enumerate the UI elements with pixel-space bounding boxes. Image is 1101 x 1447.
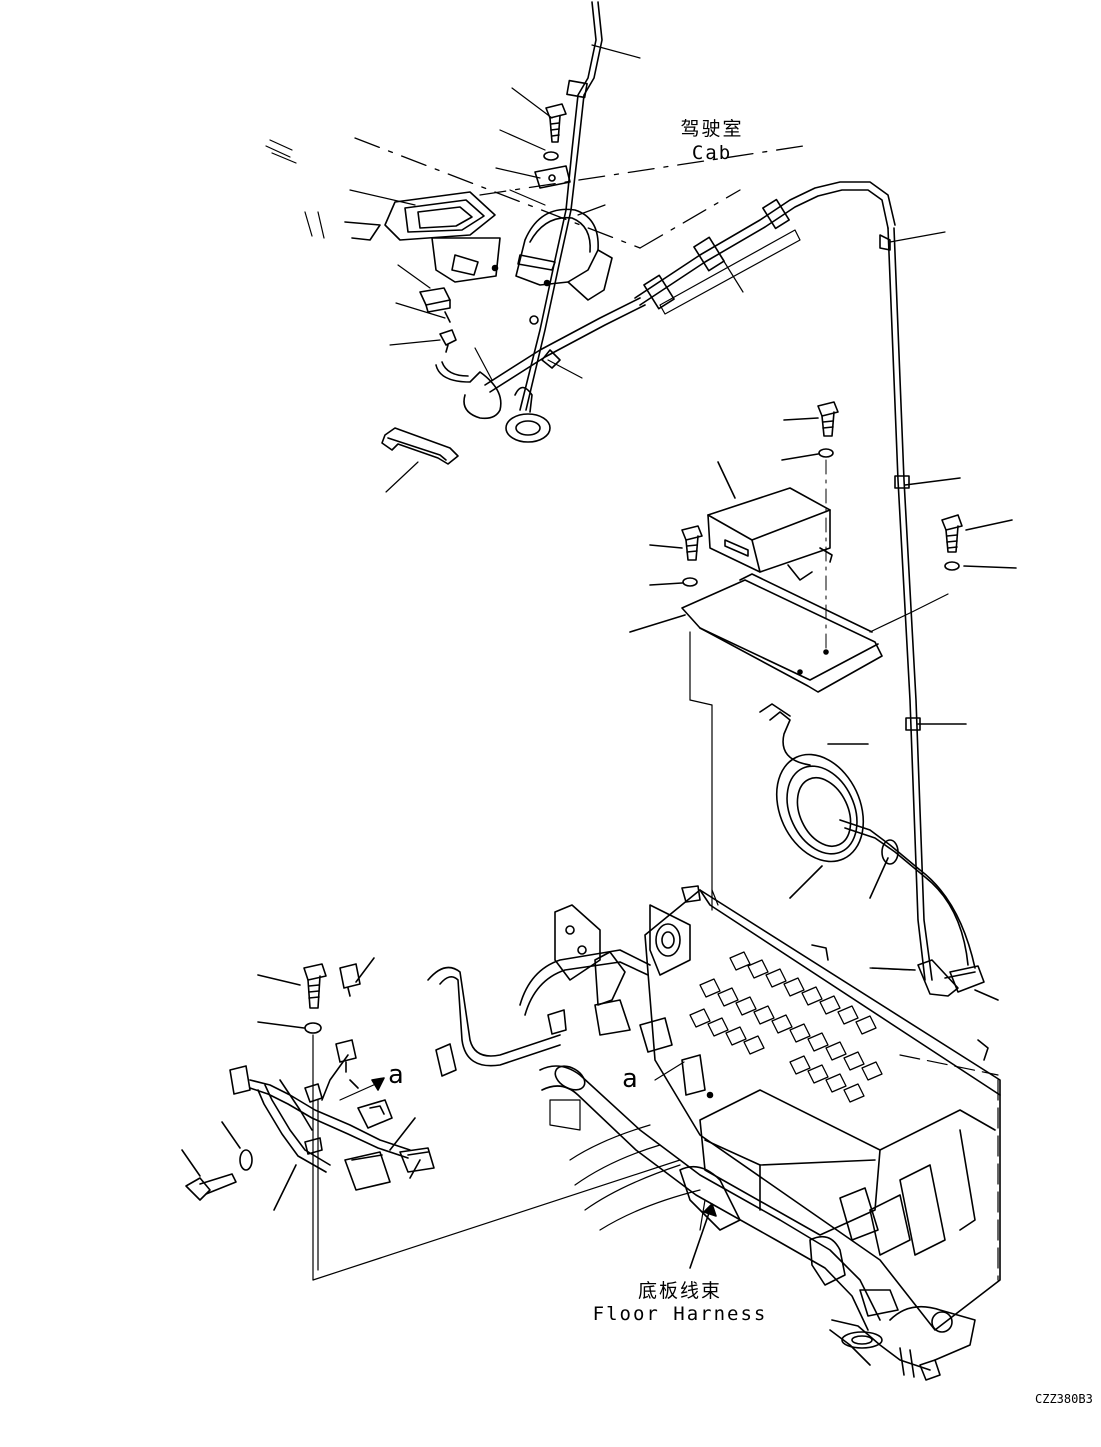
- cab-label-en: Cab: [691, 142, 733, 164]
- mounting-plate: [630, 574, 948, 910]
- reference-mark-a-left: a: [388, 1060, 404, 1090]
- small-relay: [420, 288, 450, 322]
- cab-outline-dashed: [355, 138, 810, 248]
- cab-light-housing: [345, 192, 500, 282]
- floor-harness-label-en: Floor Harness: [592, 1303, 768, 1325]
- floor-harness-label-cn: 底板线束: [637, 1280, 722, 1302]
- panel-bracket: [555, 905, 690, 980]
- floor-harness-arrow: [690, 1204, 716, 1268]
- right-vertical-harness: [888, 228, 966, 980]
- relay-panel: [645, 886, 1000, 1330]
- leader-lines-panel: [655, 890, 718, 1080]
- coiled-cable: [760, 704, 975, 968]
- bolt-top: [535, 104, 570, 188]
- leader-lines-bottom: [870, 968, 910, 970]
- bolt-right: [942, 515, 1016, 570]
- cab-label-cn: 驾驶室: [680, 118, 744, 140]
- bolt-plate: [650, 526, 702, 586]
- u-handle: [382, 428, 458, 464]
- controller-box: [708, 462, 832, 580]
- floor-contour-lines: [570, 1125, 705, 1230]
- leader-lines-top: [350, 45, 945, 492]
- cab-hatch-lines: [266, 140, 324, 238]
- antenna-cable: [520, 2, 602, 410]
- relay-lower: [336, 958, 374, 1072]
- drawing-code: CZZ380B3: [1035, 1392, 1093, 1406]
- bolt-lower-left: [258, 964, 326, 1033]
- reference-mark-a-right: a: [622, 1064, 638, 1094]
- bolt-controller: [782, 402, 838, 650]
- wire-clip: [440, 330, 456, 352]
- cab-roof-harness: [635, 182, 895, 314]
- sub-harness: [182, 1035, 680, 1280]
- antenna-bracket: [516, 209, 612, 300]
- floor-harness-tubes: [428, 950, 975, 1380]
- harness-end-connector: [872, 960, 998, 1000]
- upper-harness-loop: [436, 298, 645, 442]
